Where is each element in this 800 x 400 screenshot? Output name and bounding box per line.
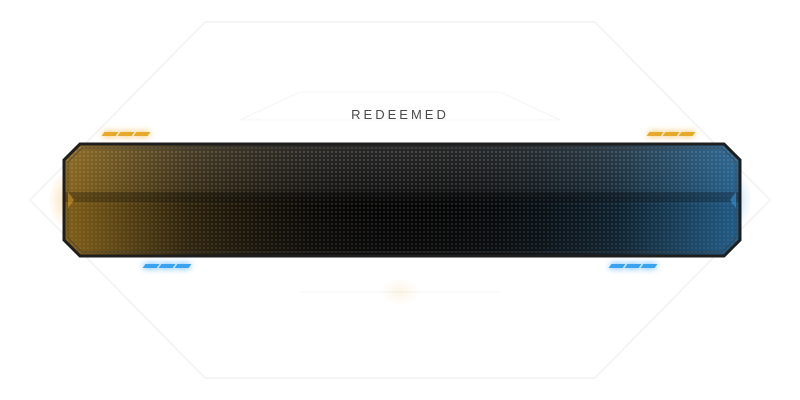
bottom-glow bbox=[380, 278, 420, 306]
blue-dash-icon bbox=[608, 264, 658, 268]
status-label: REDEEMED bbox=[351, 107, 449, 122]
blue-dash-icon bbox=[142, 264, 192, 268]
gold-dash-icon bbox=[646, 132, 696, 136]
gold-dash-icon bbox=[101, 132, 151, 136]
banner-shape bbox=[62, 142, 742, 258]
redeem-banner bbox=[62, 142, 742, 258]
